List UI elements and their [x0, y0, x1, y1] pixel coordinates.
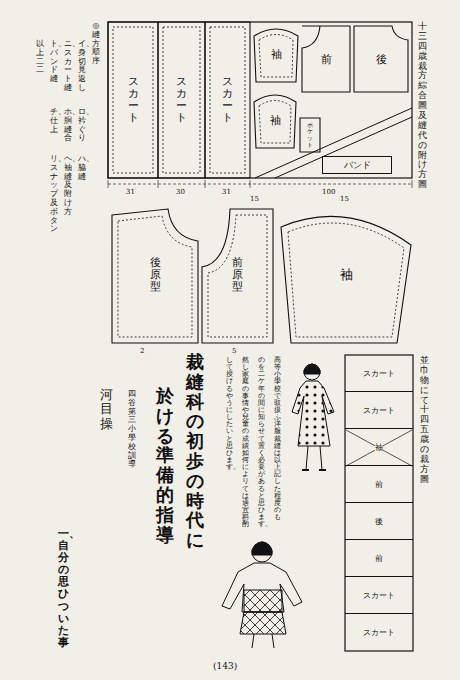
piece-label: 前 — [375, 553, 383, 564]
list-item: ヘ、袖縫及附け方 — [64, 155, 72, 217]
layout-cell: スカート — [345, 614, 413, 651]
dimension: 31 — [222, 189, 231, 197]
list-item: チ、仕上 — [50, 108, 58, 134]
list-item: ホ、胴縫合 — [64, 108, 72, 143]
piece-label: スカート — [363, 590, 395, 601]
front-pattern: 前原型 — [200, 205, 275, 345]
band-piece: バンド — [322, 156, 392, 174]
piece-label: ポケット — [307, 122, 313, 148]
piece-label: 前 — [375, 479, 383, 490]
skirt-piece: スカート — [205, 22, 250, 178]
piece-label: 袖 — [270, 113, 281, 128]
piece-label: 袖 — [340, 266, 353, 284]
body-text: 然し家庭の事情や兒童の成績如何によりては適宜斟酌 — [242, 357, 249, 528]
list-item: ニ、スカート縫 — [64, 40, 72, 93]
piece-label: スカート — [363, 405, 395, 416]
layout-cell: 後 — [345, 503, 413, 540]
author-name: 河 目 操 — [100, 388, 113, 431]
sleeve-piece: 袖 — [252, 90, 298, 150]
piece-label: 前 — [321, 52, 332, 67]
layout-cell: スカート — [345, 577, 413, 614]
piece-label: スカート — [176, 76, 187, 124]
skirt-piece: スカート — [158, 22, 205, 178]
body-text: のを二ケ年の間に知らせて置く必要があると思ひます。 — [258, 357, 265, 528]
sleeve-pattern: 袖 — [277, 205, 415, 345]
article-title: 裁縫科の初歩の時代に — [186, 352, 204, 550]
dimension: 31 — [126, 189, 135, 197]
page-number: (143) — [213, 662, 237, 672]
piece-label: 袖 — [271, 47, 282, 62]
piece-label: 袖 — [375, 442, 383, 453]
list-item: リ、スナップ及ボタン — [50, 155, 58, 234]
piece-label: スカート — [363, 368, 395, 379]
list-item: ト、バンド縫 — [50, 40, 58, 84]
dimension: 5 — [232, 348, 236, 356]
front-piece: 前 — [300, 24, 352, 94]
dimension: 15 — [250, 196, 259, 204]
body-text: 高等小學校で取扱ふ洋服裁縫は以上記した程度のも — [274, 357, 281, 521]
list-item: ハ、脇縫 — [78, 155, 86, 181]
skirt-piece: スカート — [108, 22, 158, 178]
figure-caption: 並巾物にて十四五歳の裁方圖 — [420, 356, 429, 485]
layout-cell: スカート — [345, 392, 413, 429]
dimension: 30 — [176, 189, 185, 197]
dimension: 2 — [140, 348, 144, 356]
sleeve-piece: 袖 — [252, 24, 300, 84]
piece-label: 後 — [375, 516, 383, 527]
layout-cell: 袖 — [345, 429, 413, 466]
author-school: 四谷第三小學校訓導 — [128, 390, 136, 469]
figure-caption: 十三四歳裁方綜合圖及縫代の附け方圖 — [418, 22, 427, 190]
piece-label: スカート — [222, 76, 233, 124]
piece-label: スカート — [363, 627, 395, 638]
back-piece: 後 — [352, 24, 410, 94]
dimension: 15 — [340, 196, 349, 204]
back-pattern: 後原型 — [110, 205, 200, 345]
list-item: イ、身切見返し — [78, 40, 86, 93]
piece-label: 前原型 — [232, 257, 243, 293]
piece-label: スカート — [128, 76, 139, 124]
list-item: 以上二二 — [36, 40, 44, 75]
list-heading: ◎縫方順序 — [92, 22, 100, 66]
list-item: ロ、衿ぐり — [78, 108, 86, 143]
layout-cell: スカート — [345, 355, 413, 392]
piece-label: 後 — [376, 52, 387, 67]
piece-label: バンド — [344, 159, 371, 172]
section-heading: 一、自分の思ひついた事 — [58, 528, 69, 649]
body-text: して授けるやうにしたいと思ひます。 — [226, 357, 233, 471]
article-title: 於ける準備的指導 — [156, 386, 174, 544]
dimension: 100 — [322, 189, 335, 197]
layout-cell: 前 — [345, 540, 413, 577]
layout-cell: 前 — [345, 466, 413, 503]
pocket-piece: ポケット — [300, 118, 320, 152]
piece-label: 後原型 — [150, 257, 161, 293]
